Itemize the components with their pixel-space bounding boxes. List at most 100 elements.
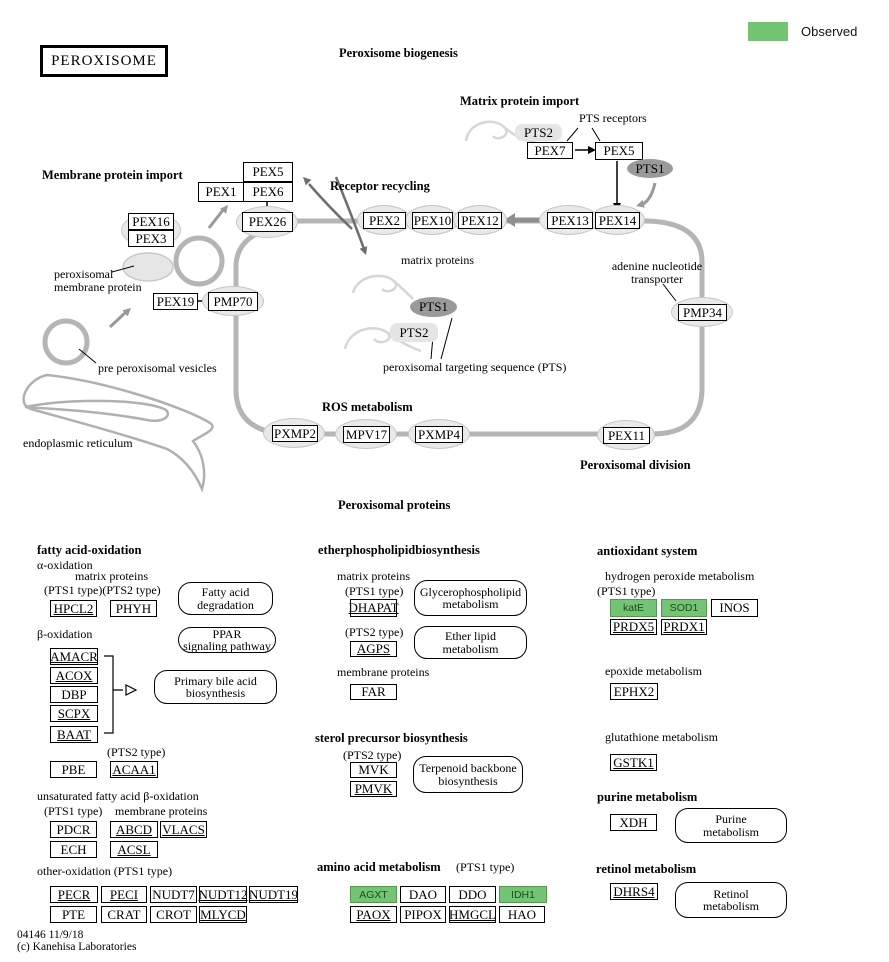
gene-pex16[interactable]: PEX16 [128,213,174,230]
gene-baat[interactable]: BAAT [50,726,98,743]
gene-paox[interactable]: PAOX [350,906,397,923]
gene-pex6[interactable]: PEX6 [243,182,293,202]
gene-agxt[interactable]: AGXT [350,886,397,903]
gene-nudt19[interactable]: NUDT19 [248,886,299,903]
gene-acsl[interactable]: ACSL [110,841,158,858]
gene-pex5-import[interactable]: PEX5 [595,142,643,160]
gene-xdh[interactable]: XDH [610,814,657,831]
gene-far[interactable]: FAR [350,684,397,700]
gene-dhrs4[interactable]: DHRS4 [610,883,658,900]
gene-prdx5[interactable]: PRDX5 [610,619,657,635]
gene-idh1[interactable]: IDH1 [499,886,547,903]
gene-hpcl2[interactable]: HPCL2 [50,600,97,617]
gene-nudt12[interactable]: NUDT12 [198,886,248,903]
label-pts1-type-antiox: (PTS1 type) [597,584,656,598]
gene-pex3[interactable]: PEX3 [128,230,174,247]
peroxisome-membrane [233,218,705,437]
gene-pmp34[interactable]: PMP34 [678,304,727,321]
endoplasmic-reticulum-shape [22,373,214,493]
gene-ephx2[interactable]: EPHX2 [610,683,658,700]
gene-pex19[interactable]: PEX19 [153,293,198,310]
gene-pte[interactable]: PTE [50,906,97,923]
gene-dao[interactable]: DAO [400,886,446,903]
gene-acox[interactable]: ACOX [50,667,98,684]
linked-pathway-primary-bile-acid-biosynthesis[interactable]: Primary bile acid biosynthesis [154,670,277,704]
label-amino-acid-metabolism: amino acid metabolism [317,860,441,874]
gene-inos[interactable]: INOS [711,599,758,617]
label-peroxisomal-proteins: Peroxisomal proteins [338,498,451,512]
linked-pathway-terpenoid-backbone-biosynthesis[interactable]: Terpenoid backbone biosynthesis [413,756,523,793]
gene-pex14[interactable]: PEX14 [595,212,640,229]
gene-pxmp4[interactable]: PXMP4 [415,426,463,443]
observed-color-swatch [748,22,788,41]
label-pts1-type-unsat: (PTS1 type) [44,804,103,818]
gene-pex26[interactable]: PEX26 [242,212,293,232]
gene-ddo[interactable]: DDO [449,886,496,903]
gene-pex11[interactable]: PEX11 [603,427,650,444]
gene-hao[interactable]: HAO [499,906,545,923]
gene-acaa1[interactable]: ACAA1 [110,761,158,778]
gene-hmgcl[interactable]: HMGCL [449,906,496,923]
gene-mvk[interactable]: MVK [350,762,397,778]
gene-nudt7[interactable]: NUDT7 [150,886,197,903]
gene-pex2[interactable]: PEX2 [363,212,406,229]
gene-pecr[interactable]: PECR [50,886,98,903]
label-matrix-proteins-fa: matrix proteins [75,569,148,583]
gene-pex12[interactable]: PEX12 [458,212,502,229]
label-peroxisomal-division: Peroxisomal division [580,458,691,472]
label-membrane-proteins-unsat: membrane proteins [115,804,208,818]
label-matrix-proteins-ether: matrix proteins [337,569,410,583]
gene-peci[interactable]: PECI [101,886,147,903]
linked-pathway-retinol-metabolism-map[interactable]: Retinol metabolism [675,882,787,918]
label-pts-receptors: PTS receptors [579,111,647,125]
label-unsaturated-fa-beta-oxidation: unsaturated fatty acid β-oxidation [37,789,199,803]
gene-abcd[interactable]: ABCD [110,821,158,838]
gene-pbe[interactable]: PBE [50,761,97,778]
label-pts2-type-sterol: (PTS2 type) [343,748,402,762]
linked-pathway-ppar-signaling-pathway[interactable]: PPAR signaling pathway [178,627,276,653]
gene-kate[interactable]: katE [610,599,657,617]
gene-pex13[interactable]: PEX13 [547,212,593,229]
gene-phyh[interactable]: PHYH [110,600,157,617]
gene-sod1[interactable]: SOD1 [661,599,707,617]
gene-prdx1[interactable]: PRDX1 [661,619,707,635]
linked-pathway-fatty-acid-degradation[interactable]: Fatty acid degradation [178,582,273,615]
gene-crat[interactable]: CRAT [101,906,147,923]
label-other-oxidation: other-oxidation (PTS1 type) [37,864,173,878]
gene-ech[interactable]: ECH [50,841,97,858]
label-membrane-proteins-ether: membrane proteins [337,665,430,679]
gene-pipox[interactable]: PIPOX [400,906,446,923]
tag-pts1-matrix: PTS1 [410,297,457,317]
label-pre-peroxisomal-vesicles: pre peroxisomal vesicles [98,361,217,375]
label-fatty-acid-oxidation: fatty acid-oxidation [37,543,142,557]
tag-pts2-matrix: PTS2 [390,323,438,342]
label-ros-metabolism: ROS metabolism [322,400,413,414]
gene-mlycd[interactable]: MLYCD [199,906,247,923]
gene-dbp[interactable]: DBP [50,686,98,703]
gene-pex10[interactable]: PEX10 [412,212,453,229]
membrane-translocation-arrowhead [504,213,515,227]
gene-mpv17[interactable]: MPV17 [343,426,390,443]
vesicle-circle [42,235,225,366]
label-pts-sequence: peroxisomal targeting sequence (PTS) [383,360,567,374]
tag-pts2-import: PTS2 [515,124,562,141]
gene-dhapat[interactable]: DHAPAT [348,599,399,617]
gene-agps[interactable]: AGPS [350,641,397,657]
gene-pxmp2[interactable]: PXMP2 [272,425,318,442]
label-matrix-proteins-inner: matrix proteins [401,253,474,267]
gene-pmvk[interactable]: PMVK [350,781,397,797]
linked-pathway-purine-metabolism-map[interactable]: Purine metabolism [675,808,787,843]
gene-pmp70[interactable]: PMP70 [208,292,258,311]
gene-gstk1[interactable]: GSTK1 [610,754,657,771]
gene-pex5-recycling[interactable]: PEX5 [243,162,293,182]
label-etherphospholipid-biosynthesis: etherphospholipidbiosynthesis [318,543,480,557]
gene-pex1[interactable]: PEX1 [198,182,244,202]
gene-pex7[interactable]: PEX7 [527,142,573,159]
gene-crot[interactable]: CROT [150,906,197,923]
gene-pdcr[interactable]: PDCR [50,821,97,838]
gene-scpx[interactable]: SCPX [50,705,98,722]
linked-pathway-glycerophospholipid-metabolism[interactable]: Glycerophospholipid metabolism [414,580,527,616]
linked-pathway-ether-lipid-metabolism[interactable]: Ether lipid metabolism [414,626,527,659]
gene-amacr[interactable]: AMACR [50,648,98,665]
gene-vlacs[interactable]: VLACS [160,821,207,838]
